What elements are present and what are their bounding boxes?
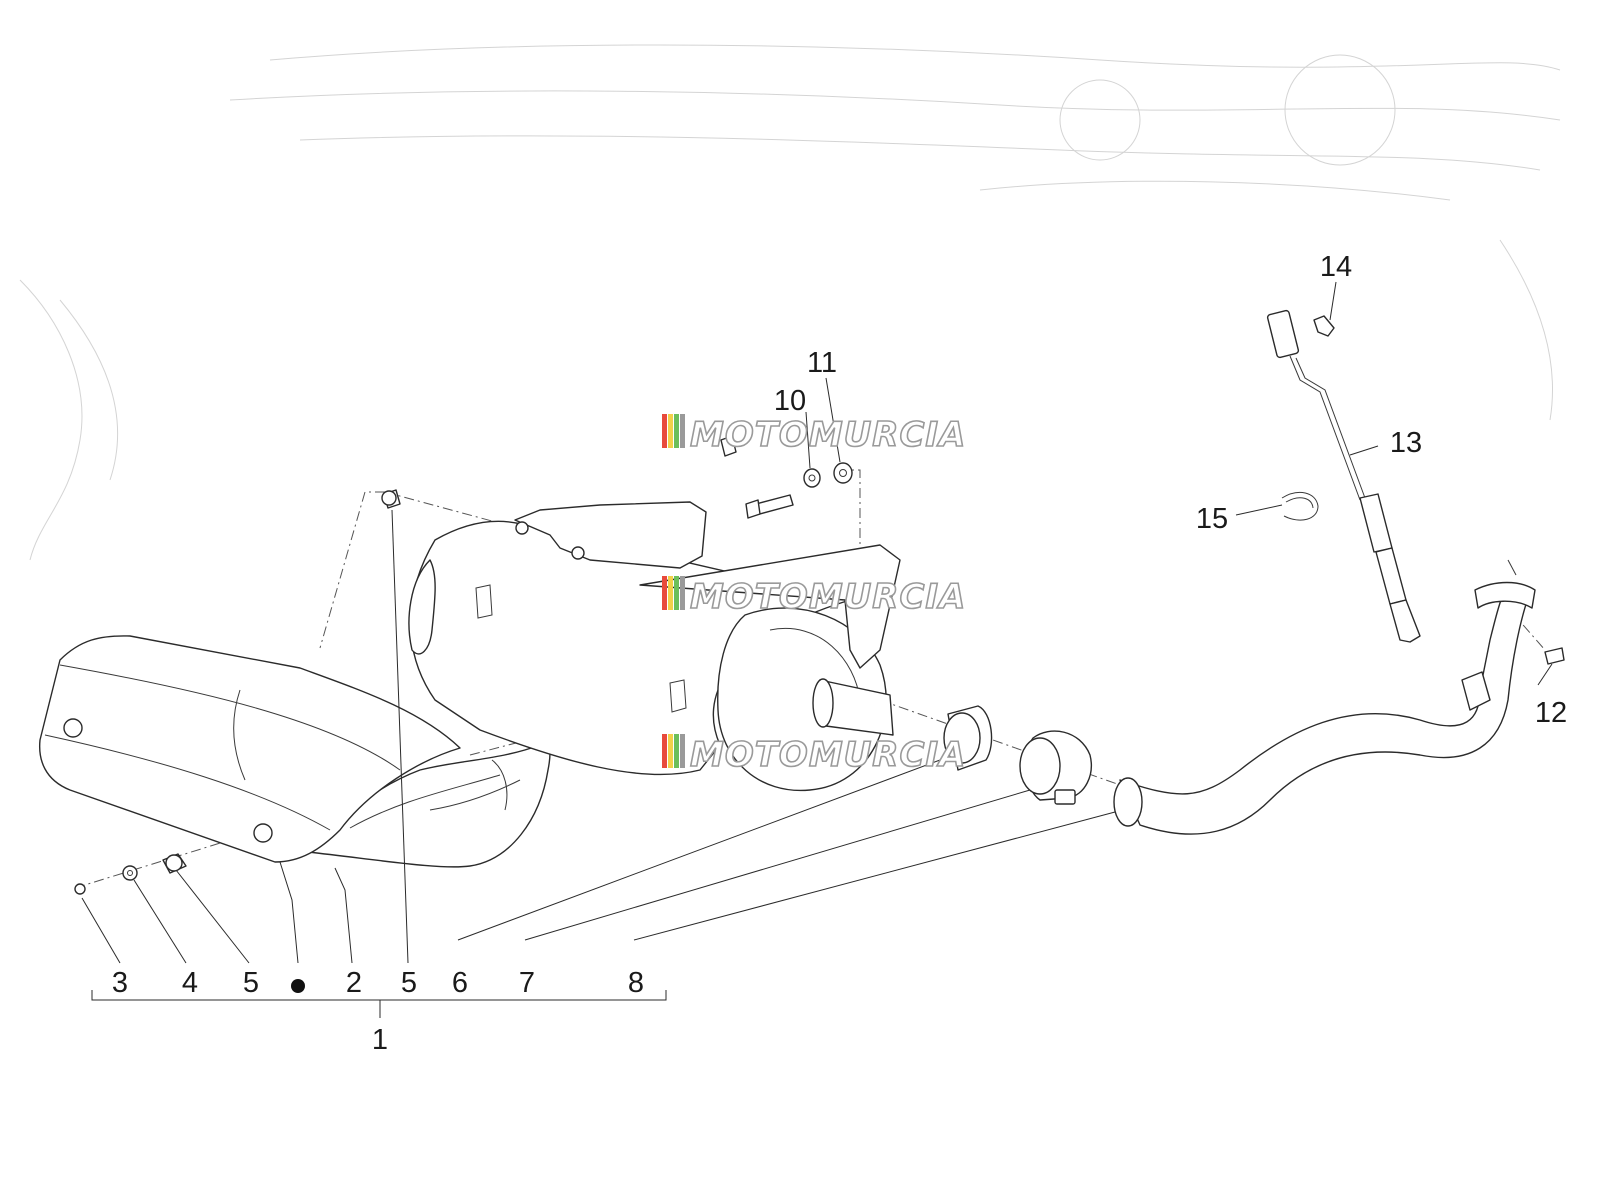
manifold-pipe — [1113, 559, 1536, 835]
callout-2: 2 — [346, 967, 362, 999]
kit-bracket — [91, 990, 667, 1018]
fasteners — [74, 435, 853, 895]
washer-11 — [833, 462, 853, 484]
watermark-bottom: MOTOMURCIA — [662, 734, 966, 776]
callout-4: 4 — [182, 967, 198, 999]
nut-11 — [720, 435, 737, 457]
callout-1: 1 — [372, 1024, 388, 1056]
leader-lines — [81, 281, 1553, 964]
watermark-top: MOTOMURCIA — [662, 414, 966, 456]
callout-labels: 3 4 5 2 5 6 7 8 1 10 11 12 13 14 15 — [112, 251, 1567, 1056]
lambda-sensor — [1266, 309, 1421, 643]
background-engine-sketch — [19, 44, 1561, 561]
gasket — [1544, 647, 1565, 665]
watermark-text-bottom: MOTOMURCIA — [690, 735, 966, 775]
cable-tie — [1281, 491, 1319, 521]
callout-10: 10 — [774, 385, 806, 417]
screw-3 — [74, 883, 86, 895]
callout-11: 11 — [807, 347, 837, 379]
watermark-middle: MOTOMURCIA — [662, 576, 966, 618]
callout-12: 12 — [1535, 697, 1567, 729]
cable-clip — [1313, 315, 1335, 337]
callout-6: 6 — [452, 967, 468, 999]
callout-8: 8 — [628, 967, 644, 999]
watermark-text-top: MOTOMURCIA — [690, 415, 966, 455]
watermark-text-middle: MOTOMURCIA — [690, 577, 966, 617]
callout-7: 7 — [519, 967, 535, 999]
silencer-cover — [38, 635, 461, 863]
clamp — [1019, 730, 1092, 805]
sleeve — [943, 705, 993, 771]
callout-5-right: 5 — [401, 967, 417, 999]
callout-3: 3 — [112, 967, 128, 999]
callout-14: 14 — [1320, 251, 1352, 283]
washer-10 — [803, 468, 821, 488]
callout-13: 13 — [1390, 427, 1422, 459]
callout-5-left: 5 — [243, 967, 259, 999]
bolt-head-10 — [745, 499, 761, 519]
washer-4 — [122, 865, 138, 881]
grommet-top-ring — [381, 490, 397, 506]
callout-15: 15 — [1196, 503, 1228, 535]
mounting-bracket — [514, 501, 901, 669]
kit-dot-symbol — [291, 979, 305, 993]
